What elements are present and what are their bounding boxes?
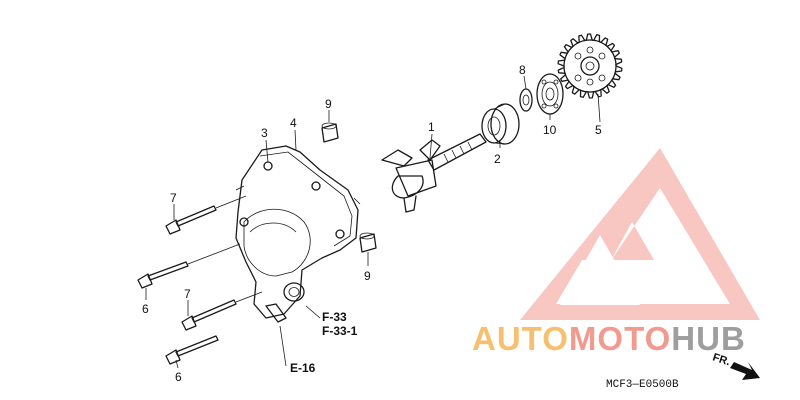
- dowel-pin-lower: [359, 232, 377, 253]
- watermark-auto: AUTO: [472, 320, 569, 357]
- callout-10: 10: [543, 123, 557, 137]
- callout-1: 1: [428, 120, 435, 134]
- bolt-6-lower: [165, 335, 219, 365]
- callout-7-upper: 7: [170, 191, 177, 205]
- impeller-shaft: [381, 133, 487, 213]
- bolt-6-upper: [137, 261, 189, 289]
- mechanical-seal: [481, 103, 520, 145]
- reference-f33-1: F-33-1: [322, 324, 358, 338]
- callout-6-lower: 6: [175, 370, 182, 384]
- bolt-7-upper: [165, 205, 217, 235]
- bearing: [536, 73, 564, 115]
- callout-5: 5: [595, 123, 602, 137]
- diagram-code: MCF3—E0500B: [606, 379, 679, 391]
- callout-9-upper: 9: [325, 97, 332, 111]
- callout-6-upper: 6: [142, 302, 149, 316]
- callout-9-lower: 9: [364, 269, 371, 283]
- watermark-moto: MOTO: [569, 320, 671, 357]
- callout-4: 4: [290, 116, 297, 130]
- callout-8: 8: [519, 63, 526, 77]
- pump-cover: [235, 145, 361, 323]
- watermark-logo: [520, 148, 760, 320]
- dowel-pin-upper: [321, 122, 339, 143]
- washer: [519, 88, 533, 112]
- watermark-hub: HUB: [671, 320, 746, 357]
- front-direction-label: FR.: [711, 351, 732, 368]
- callout-3: 3: [261, 126, 268, 140]
- reference-f33: F-33: [322, 310, 347, 324]
- callout-2: 2: [494, 152, 501, 166]
- leader-lines: [145, 75, 601, 369]
- callout-7-lower: 7: [184, 287, 191, 301]
- reference-e16: E-16: [290, 361, 316, 375]
- front-arrow-icon: [730, 362, 760, 380]
- pump-drive-gear: [557, 33, 623, 99]
- bolt-7-lower: [181, 299, 237, 331]
- watermark-text: AUTOMOTOHUB: [472, 320, 746, 357]
- gear-teeth: [557, 33, 623, 99]
- front-direction-indicator: FR.: [711, 351, 760, 380]
